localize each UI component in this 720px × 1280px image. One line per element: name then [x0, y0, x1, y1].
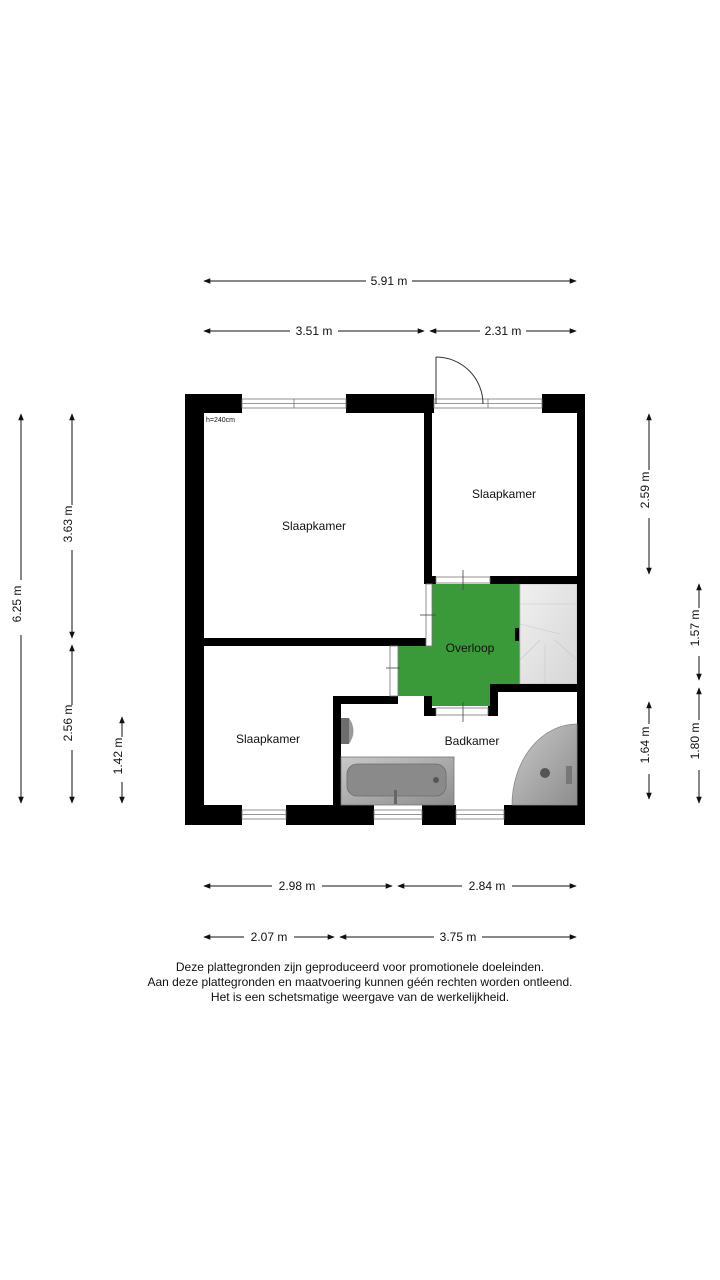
- landing-floor: [398, 584, 520, 706]
- dimension-label: 2.56 m: [61, 705, 75, 742]
- dimension-label: 2.31 m: [485, 324, 522, 338]
- dimension-bottom-upper-right: 2.84 m: [397, 879, 577, 893]
- dimension-label: 6.25 m: [10, 586, 24, 623]
- walls: [185, 394, 585, 825]
- dimension-label: 2.98 m: [279, 879, 316, 893]
- dimension-right-stair: 1.57 m: [688, 583, 702, 681]
- stair: [515, 583, 578, 685]
- dimension-label: 3.63 m: [61, 506, 75, 543]
- toilet: [341, 718, 354, 744]
- ceiling-height-label: h=240cm: [206, 417, 235, 424]
- disclaimer-line: Het is een schetsmatige weergave van de …: [210, 990, 510, 1004]
- dimension-right-bath-outer: 1.80 m: [688, 687, 702, 804]
- dimension-label: 1.42 m: [111, 738, 125, 775]
- dimension-right-top: 2.59 m: [638, 413, 652, 575]
- entrance-door: [435, 356, 484, 405]
- dimension-left-small: 1.42 m: [111, 716, 125, 804]
- dimension-label: 3.51 m: [296, 324, 333, 338]
- dimension-bottom-lower-left: 2.07 m: [203, 930, 335, 944]
- dimension-top-left: 3.51 m: [203, 324, 425, 338]
- room-label-bedroom-large: Slaapkamer: [282, 519, 346, 533]
- disclaimer-line: Deze plattegronden zijn geproduceerd voo…: [175, 960, 545, 974]
- dimension-label: 2.59 m: [638, 472, 652, 509]
- dimension-top-right: 2.31 m: [429, 324, 577, 338]
- room-label-bedroom-small: Slaapkamer: [472, 487, 536, 501]
- bathtub: [340, 756, 455, 806]
- room-label-bedroom-bottom: Slaapkamer: [236, 732, 300, 746]
- dimension-label: 5.91 m: [371, 274, 408, 288]
- dimension-top-total: 5.91 m: [203, 274, 577, 288]
- dimension-label: 1.64 m: [638, 727, 652, 764]
- dimension-left-lower: 2.56 m: [61, 644, 75, 804]
- dimension-bottom-upper-left: 2.98 m: [203, 879, 393, 893]
- room-label-landing: Overloop: [446, 641, 495, 655]
- disclaimer: Deze plattegronden zijn geproduceerd voo…: [0, 960, 720, 1005]
- dimension-label: 1.57 m: [688, 610, 702, 647]
- dimension-label: 3.75 m: [440, 930, 477, 944]
- dimension-right-bath: 1.64 m: [638, 701, 652, 800]
- dimension-label: 1.80 m: [688, 723, 702, 760]
- dimension-bottom-lower-right: 3.75 m: [339, 930, 577, 944]
- dimension-left-upper: 3.63 m: [61, 413, 75, 639]
- dimension-label: 2.07 m: [251, 930, 288, 944]
- dimension-left-total: 6.25 m: [10, 413, 24, 804]
- room-label-bathroom: Badkamer: [445, 734, 500, 748]
- dimension-label: 2.84 m: [469, 879, 506, 893]
- shower: [511, 723, 578, 806]
- disclaimer-line: Aan deze plattegronden en maatvoering ku…: [147, 975, 573, 989]
